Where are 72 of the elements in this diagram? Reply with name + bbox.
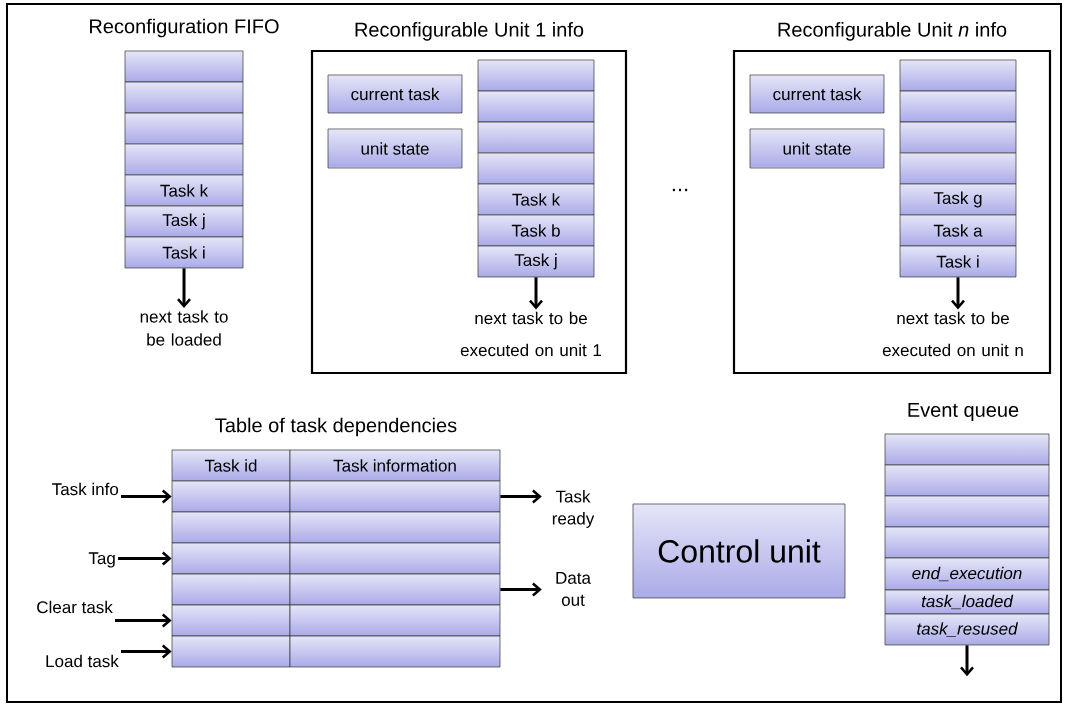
arrow — [960, 645, 974, 677]
output-label: Task ready — [552, 490, 595, 528]
arrow — [118, 551, 172, 566]
queue-cell: Task k — [124, 174, 244, 207]
table-cell — [289, 542, 501, 575]
table-cell — [289, 604, 501, 637]
queue-cell — [884, 464, 1050, 497]
table-cell — [171, 542, 291, 575]
caption-text: next task to be executed on unit 1 — [460, 311, 601, 357]
input-label: Tag — [88, 552, 115, 568]
arrow — [500, 489, 542, 504]
arrow — [529, 277, 543, 310]
queue-cell: Task k — [477, 183, 595, 216]
info-box: unit state — [327, 128, 463, 169]
queue-cell — [477, 59, 595, 92]
arrow — [115, 613, 172, 628]
table-cell — [171, 573, 291, 606]
queue-cell — [124, 143, 244, 176]
info-box: current task — [327, 74, 463, 114]
arrow — [500, 582, 542, 597]
queue-cell: Task b — [477, 214, 595, 247]
input-label: Task info — [52, 482, 119, 496]
queue-cell — [899, 152, 1017, 185]
arrow — [951, 277, 965, 310]
arrow — [121, 489, 172, 504]
queue-cell: Task i — [899, 245, 1017, 278]
queue-cell — [884, 495, 1050, 528]
queue-cell: Task g — [899, 183, 1017, 216]
queue-cell — [124, 112, 244, 145]
section-title: Reconfiguration FIFO — [90, 18, 279, 38]
section-title: Event queue — [908, 403, 1019, 421]
queue-cell — [899, 59, 1017, 92]
queue-cell — [477, 152, 595, 185]
caption-text: next task to be executed on unit n — [882, 311, 1023, 357]
queue-cell — [124, 81, 244, 114]
queue-cell — [124, 50, 244, 83]
table-cell — [289, 511, 501, 544]
queue-cell: task_resused — [884, 613, 1050, 646]
node-label: Reconfigurable Unit n info — [778, 22, 1007, 41]
queue-cell — [477, 121, 595, 154]
arrow — [177, 268, 191, 309]
table-cell — [289, 635, 501, 668]
arrow — [121, 644, 172, 659]
queue-cell — [899, 121, 1017, 154]
output-label: Data out — [556, 572, 591, 606]
table-cell — [171, 480, 291, 513]
info-box: unit state — [749, 128, 885, 169]
table-header-cell: Task id — [171, 449, 291, 482]
control-unit-box: Control unit — [632, 503, 846, 599]
table-cell — [289, 480, 501, 513]
queue-cell: Task i — [124, 236, 244, 269]
table-cell — [289, 573, 501, 606]
queue-cell — [477, 90, 595, 123]
caption-text: next task to be loaded — [140, 310, 228, 346]
ellipsis: ... — [672, 188, 688, 192]
input-label: Load task — [46, 654, 119, 668]
queue-cell: Task j — [124, 205, 244, 238]
info-box: current task — [749, 74, 885, 114]
section-title: Table of task dependencies — [215, 417, 457, 437]
queue-cell: end_execution — [884, 557, 1050, 591]
queue-cell — [884, 526, 1050, 559]
table-cell — [171, 635, 291, 668]
node-label: Reconfigurable Unit 1 info — [355, 22, 584, 41]
queue-cell — [884, 433, 1050, 466]
queue-cell: task_loaded — [884, 589, 1050, 615]
table-cell — [171, 604, 291, 637]
queue-cell — [899, 90, 1017, 123]
table-cell — [171, 511, 291, 544]
queue-cell: Task j — [477, 245, 595, 278]
queue-cell: Task a — [899, 214, 1017, 247]
table-header-cell: Task information — [289, 449, 501, 482]
input-label: Clear task — [37, 600, 113, 614]
